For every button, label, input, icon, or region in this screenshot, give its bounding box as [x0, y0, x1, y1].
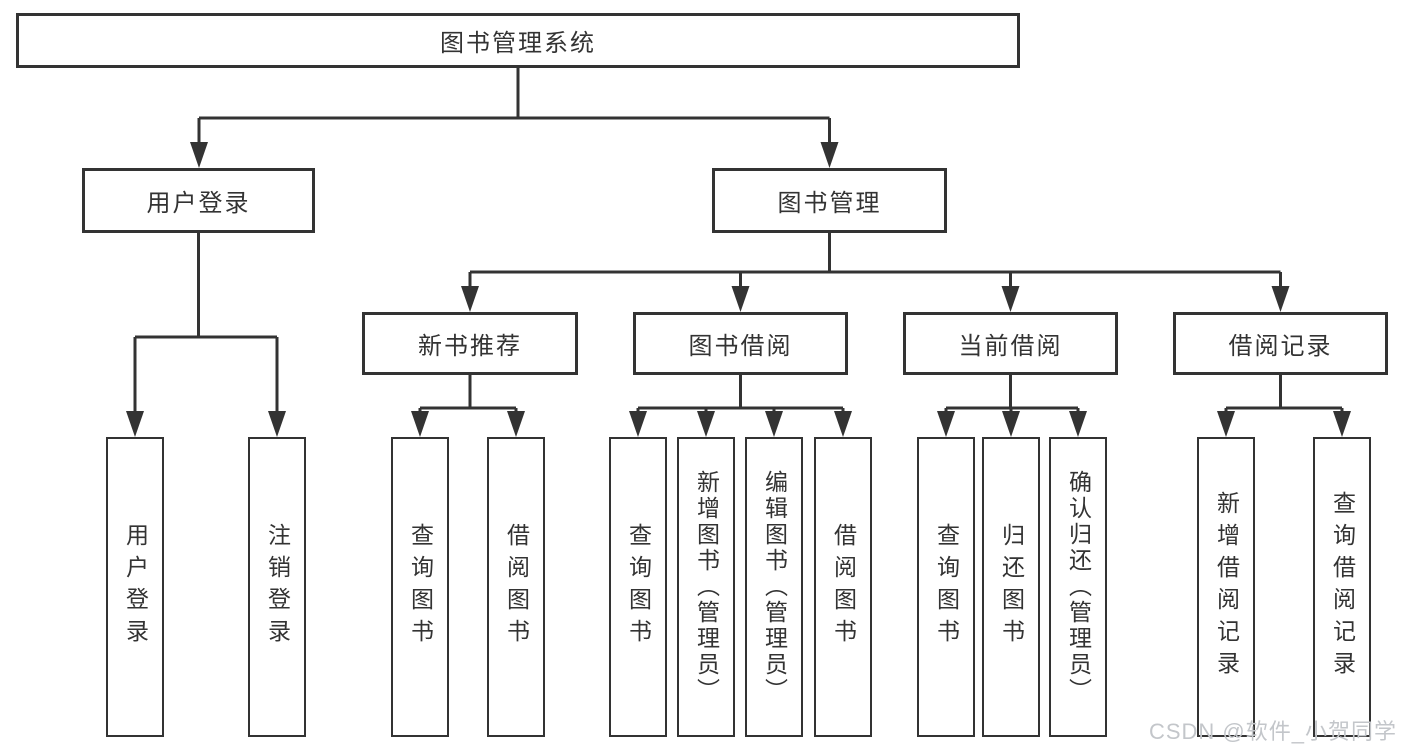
watermark-text: CSDN @软件_小贺同学 [1148, 719, 1397, 744]
leaf-add-borrow-record: 新增借阅记录 [1197, 437, 1255, 737]
leaf-query-books-1-label: 查询图书 [407, 523, 434, 651]
leaf-query-borrow-record-label: 查询借阅记录 [1329, 491, 1356, 683]
node-borrow-records: 借阅记录 [1173, 312, 1388, 375]
leaf-borrow-books-1-label: 借阅图书 [503, 523, 530, 651]
leaf-add-books-admin: 新增图书（管理员） [677, 437, 735, 737]
connector-currentborrow-to-leaves [944, 375, 1080, 417]
node-new-book-recommend: 新书推荐 [362, 312, 578, 375]
node-current-borrow: 当前借阅 [903, 312, 1118, 375]
node-book-management: 图书管理 [712, 168, 947, 233]
leaf-query-borrow-record: 查询借阅记录 [1313, 437, 1371, 737]
leaf-return-books: 归还图书 [982, 437, 1040, 737]
leaf-user-login: 用户登录 [106, 437, 164, 737]
connector-root-to-level2 [197, 68, 831, 146]
leaf-edit-books-admin-label: 编辑图书（管理员） [761, 470, 788, 704]
leaf-confirm-return-admin-label: 确认归还（管理员） [1065, 470, 1092, 704]
leaf-query-books-3: 查询图书 [917, 437, 975, 737]
leaf-query-books-1: 查询图书 [391, 437, 449, 737]
leaf-edit-books-admin: 编辑图书（管理员） [745, 437, 803, 737]
node-new-book-recommend-label: 新书推荐 [418, 333, 522, 360]
leaf-logout: 注销登录 [248, 437, 306, 737]
connector-newbooks-to-leaves [418, 375, 518, 417]
leaf-logout-label: 注销登录 [264, 523, 291, 651]
node-user-login: 用户登录 [82, 168, 315, 233]
leaf-confirm-return-admin: 确认归还（管理员） [1049, 437, 1107, 737]
connector-userlogin-to-leaves [133, 233, 279, 415]
leaf-return-books-label: 归还图书 [998, 523, 1025, 651]
connector-records-to-leaves [1224, 375, 1344, 417]
node-current-borrow-label: 当前借阅 [958, 333, 1063, 360]
leaf-borrow-books-2-label: 借阅图书 [830, 523, 857, 651]
node-root-system-label: 图书管理系统 [440, 30, 596, 57]
node-book-borrow: 图书借阅 [633, 312, 848, 375]
leaf-query-books-2: 查询图书 [609, 437, 667, 737]
node-borrow-records-label: 借阅记录 [1228, 333, 1333, 360]
leaf-add-borrow-record-label: 新增借阅记录 [1213, 491, 1240, 683]
leaf-borrow-books-2: 借阅图书 [814, 437, 872, 737]
leaf-borrow-books-1: 借阅图书 [487, 437, 545, 737]
leaf-query-books-3-label: 查询图书 [933, 523, 960, 651]
leaf-user-login-label: 用户登录 [122, 523, 149, 651]
connector-bookmgmt-to-level3 [468, 233, 1282, 290]
leaf-add-books-admin-label: 新增图书（管理员） [693, 470, 720, 704]
node-book-borrow-label: 图书借阅 [688, 333, 793, 360]
node-user-login-label: 用户登录 [146, 190, 251, 217]
node-root-system: 图书管理系统 [16, 13, 1020, 68]
connector-bookborrow-to-leaves [636, 375, 845, 417]
node-book-management-label: 图书管理 [777, 190, 882, 217]
leaf-query-books-2-label: 查询图书 [625, 523, 652, 651]
